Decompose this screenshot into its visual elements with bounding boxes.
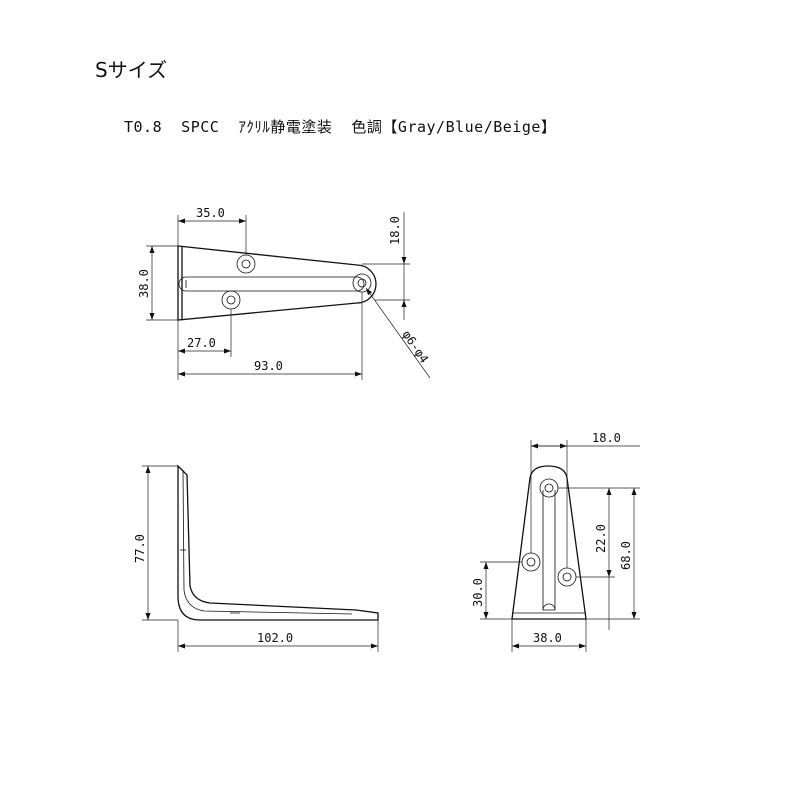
top-view: 35.0 18.0 38.0 27.0 93.0 φ6-φ4 xyxy=(137,206,431,380)
dim-38-front: 38.0 xyxy=(533,631,562,645)
dim-68: 68.0 xyxy=(619,541,633,570)
dim-30: 30.0 xyxy=(471,578,485,607)
hole-circle xyxy=(236,254,256,274)
dim-hole: φ6-φ4 xyxy=(400,328,432,366)
side-view: 77.0 102.0 xyxy=(133,464,379,652)
dim-38-top: 38.0 xyxy=(137,269,151,298)
top-view-slot xyxy=(178,276,365,292)
dim-22: 22.0 xyxy=(594,524,608,553)
dim-27: 27.0 xyxy=(187,336,216,350)
size-title: Sサイズ xyxy=(95,58,168,82)
front-view: 18.0 22.0 68.0 30.0 38.0 xyxy=(471,431,640,652)
dim-18-front: 18.0 xyxy=(592,431,621,445)
dim-102: 102.0 xyxy=(257,631,293,645)
dim-35: 35.0 xyxy=(196,206,225,220)
dim-77: 77.0 xyxy=(133,534,147,563)
top-view-outline xyxy=(177,245,377,321)
hole-circle xyxy=(557,567,577,587)
side-view-outline xyxy=(177,464,379,621)
material-spec: T0.8 SPCC ｱｸﾘﾙ静電塗装 色調【Gray/Blue/Beige】 xyxy=(124,118,557,136)
hole-circle xyxy=(521,552,541,572)
dim-18-top: 18.0 xyxy=(388,216,402,245)
hole-circle xyxy=(539,478,559,498)
dim-93: 93.0 xyxy=(254,359,283,373)
hole-circle xyxy=(221,290,241,310)
front-view-outline xyxy=(511,465,587,620)
